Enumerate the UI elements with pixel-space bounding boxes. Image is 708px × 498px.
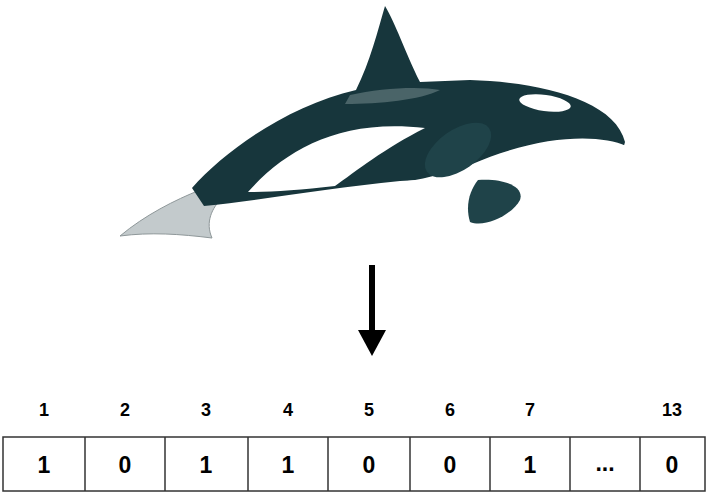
table-cell: 1 xyxy=(200,454,213,477)
table-dividers xyxy=(85,437,640,491)
table-cell: 0 xyxy=(119,454,132,477)
column-number: 6 xyxy=(445,401,455,419)
column-number: 5 xyxy=(364,401,374,419)
pectoral-fin xyxy=(468,180,521,224)
pectoral-fin xyxy=(415,112,500,188)
eye-patch xyxy=(518,91,572,114)
column-number: 7 xyxy=(525,401,535,419)
feature-table xyxy=(3,437,705,491)
table-cell: 1 xyxy=(282,454,295,477)
table-cell: 0 xyxy=(444,454,457,477)
column-number: 4 xyxy=(283,401,293,419)
flank-patch xyxy=(248,126,425,192)
down-arrow xyxy=(369,265,375,334)
table-cell: 0 xyxy=(666,454,679,477)
table-cell: 1 xyxy=(38,454,51,477)
column-number: 13 xyxy=(662,401,682,419)
saddle-patch xyxy=(345,88,440,104)
column-number: 1 xyxy=(39,401,49,419)
arrow-head xyxy=(358,330,386,356)
table-cell: 1 xyxy=(524,454,537,477)
table-cell: ... xyxy=(595,452,614,475)
table-cell: 0 xyxy=(363,454,376,477)
orca-body xyxy=(192,6,625,206)
column-number: 3 xyxy=(201,401,211,419)
column-number: 2 xyxy=(120,401,130,419)
